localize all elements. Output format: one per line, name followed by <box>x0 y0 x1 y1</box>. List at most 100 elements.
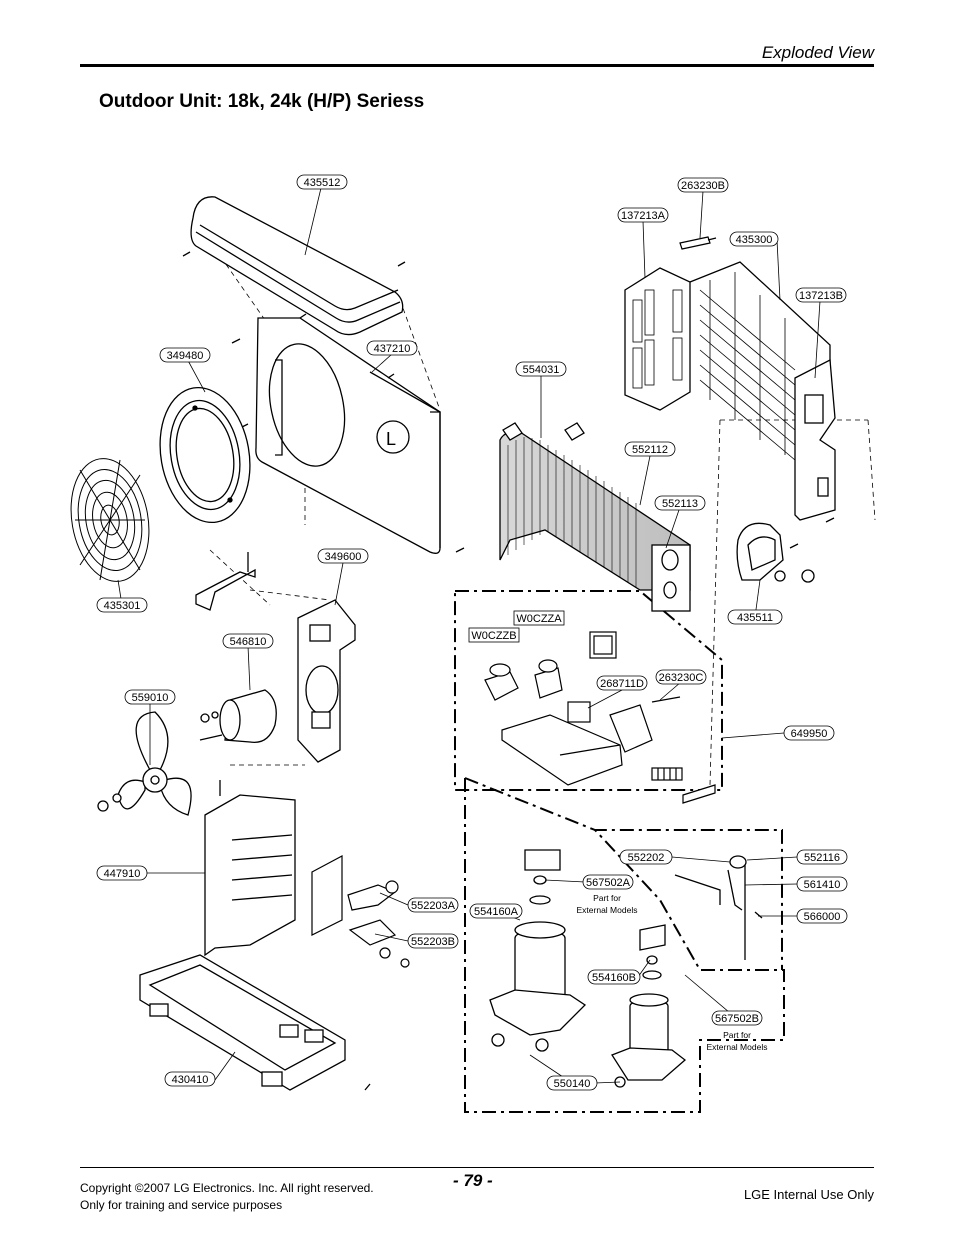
page-number: - 79 - <box>453 1171 493 1190</box>
svg-text:566000: 566000 <box>804 911 841 923</box>
svg-text:554160B: 554160B <box>592 972 636 984</box>
part-label-W0CZZA: W0CZZA <box>513 610 565 626</box>
footer-rule <box>80 1167 874 1168</box>
part-label-552113: 552113 <box>654 495 706 511</box>
compressor-b-drawing <box>611 924 687 1088</box>
front-panel-drawing: L <box>231 317 465 554</box>
part-label-550140: 550140 <box>546 1075 598 1091</box>
fan-motor-drawing <box>199 689 277 744</box>
svg-text:435511: 435511 <box>737 612 773 624</box>
external-model-notes: Part for External Models Part for Extern… <box>577 893 768 1052</box>
thermistor-drawing <box>679 236 717 250</box>
part-label-268711D: 268711D <box>596 675 648 691</box>
condenser-coil-drawing <box>499 422 691 612</box>
svg-text:550140: 550140 <box>554 1078 591 1090</box>
svg-text:435301: 435301 <box>104 600 141 612</box>
note-external-b-line1: Part for <box>723 1030 751 1040</box>
svg-text:559010: 559010 <box>132 692 169 704</box>
svg-text:546810: 546810 <box>230 636 267 648</box>
part-label-349600: 349600 <box>317 548 369 564</box>
part-label-552116: 552116 <box>796 849 848 865</box>
part-label-566000: 566000 <box>796 908 848 924</box>
svg-text:567502B: 567502B <box>715 1013 759 1025</box>
svg-text:263230B: 263230B <box>681 180 725 192</box>
svg-text:349600: 349600 <box>325 551 362 563</box>
svg-text:L: L <box>386 429 396 449</box>
part-label-554160A: 554160A <box>469 903 523 919</box>
top-cover-drawing <box>182 196 406 336</box>
svg-text:561410: 561410 <box>804 879 841 891</box>
part-label-437210: 437210 <box>366 340 418 356</box>
header-rule <box>80 64 874 67</box>
part-labels: 435512 263230B 137213A 435300 137213B 34… <box>96 174 848 1091</box>
part-label-435512: 435512 <box>296 174 348 190</box>
svg-text:554031: 554031 <box>523 364 560 376</box>
svg-text:349480: 349480 <box>167 350 204 362</box>
internal-use-note: LGE Internal Use Only <box>743 1187 874 1202</box>
svg-text:552202: 552202 <box>628 852 665 864</box>
note-external-a-line1: Part for <box>593 893 621 903</box>
part-label-552203A: 552203A <box>407 897 459 913</box>
part-label-435300: 435300 <box>729 231 779 247</box>
electrical-assembly-boundary <box>454 590 723 791</box>
partition-plate-drawing <box>204 780 296 957</box>
part-label-447910: 447910 <box>96 865 148 881</box>
svg-text:552113: 552113 <box>662 498 698 510</box>
svg-text:435300: 435300 <box>736 234 773 246</box>
svg-text:552112: 552112 <box>632 444 668 456</box>
svg-text:430410: 430410 <box>172 1074 209 1086</box>
part-label-430410: 430410 <box>164 1071 216 1087</box>
reversing-valve-drawing <box>674 855 763 960</box>
svg-text:649950: 649950 <box>791 728 828 740</box>
note-external-a-line2: External Models <box>577 905 638 915</box>
part-label-552202: 552202 <box>619 849 673 865</box>
part-label-W0CZZB: W0CZZB <box>468 627 520 643</box>
svg-text:137213B: 137213B <box>799 290 843 302</box>
orifice-ring-drawing <box>159 386 251 524</box>
svg-text:552203A: 552203A <box>411 900 456 912</box>
part-label-435301: 435301 <box>96 597 148 613</box>
electrical-parts-drawing <box>484 631 716 804</box>
part-label-546810: 546810 <box>222 633 274 649</box>
part-label-561410: 561410 <box>796 876 848 892</box>
svg-text:137213A: 137213A <box>621 210 666 222</box>
part-label-263230C: 263230C <box>655 669 707 685</box>
part-label-263230B: 263230B <box>677 177 729 193</box>
part-label-567502B: 567502B <box>711 1010 763 1026</box>
copyright: Copyright ©2007 LG Electronics. Inc. All… <box>80 1180 374 1214</box>
svg-text:263230C: 263230C <box>659 672 704 684</box>
part-label-559010: 559010 <box>124 689 176 705</box>
svg-text:567502A: 567502A <box>586 877 631 889</box>
svg-text:435512: 435512 <box>304 177 341 189</box>
copyright-line-1: Copyright ©2007 LG Electronics. Inc. All… <box>80 1181 374 1195</box>
svg-text:W0CZZA: W0CZZA <box>516 613 562 625</box>
part-label-552203B: 552203B <box>407 933 459 949</box>
svg-text:437210: 437210 <box>374 343 411 355</box>
part-label-137213A: 137213A <box>617 207 669 223</box>
part-label-137213B: 137213B <box>795 287 847 303</box>
compressor-a-drawing <box>489 849 587 1052</box>
part-label-649950: 649950 <box>783 725 835 741</box>
base-pan-drawing <box>139 954 371 1091</box>
svg-text:554160A: 554160A <box>474 906 519 918</box>
part-label-349480: 349480 <box>159 347 211 363</box>
svg-text:552203B: 552203B <box>411 936 455 948</box>
part-label-554031: 554031 <box>515 361 567 377</box>
motor-mount-drawing <box>297 599 356 763</box>
leader-lines <box>117 187 821 1084</box>
side-bracket-drawing <box>794 358 836 523</box>
service-cover-drawing <box>736 522 815 583</box>
part-label-552112: 552112 <box>624 441 676 457</box>
fan-grille-drawing <box>70 458 150 582</box>
page-title: Outdoor Unit: 18k, 24k (H/P) Seriess <box>99 91 425 112</box>
svg-text:W0CZZB: W0CZZB <box>471 630 516 642</box>
part-label-435511: 435511 <box>727 609 783 625</box>
fan-blade-drawing <box>97 711 192 816</box>
note-external-b-line2: External Models <box>707 1042 768 1052</box>
svg-text:447910: 447910 <box>104 868 141 880</box>
svg-text:552116: 552116 <box>804 852 840 864</box>
copyright-line-2: Only for training and service purposes <box>80 1198 283 1212</box>
section-label: Exploded View <box>761 43 874 62</box>
svg-text:268711D: 268711D <box>600 678 644 690</box>
